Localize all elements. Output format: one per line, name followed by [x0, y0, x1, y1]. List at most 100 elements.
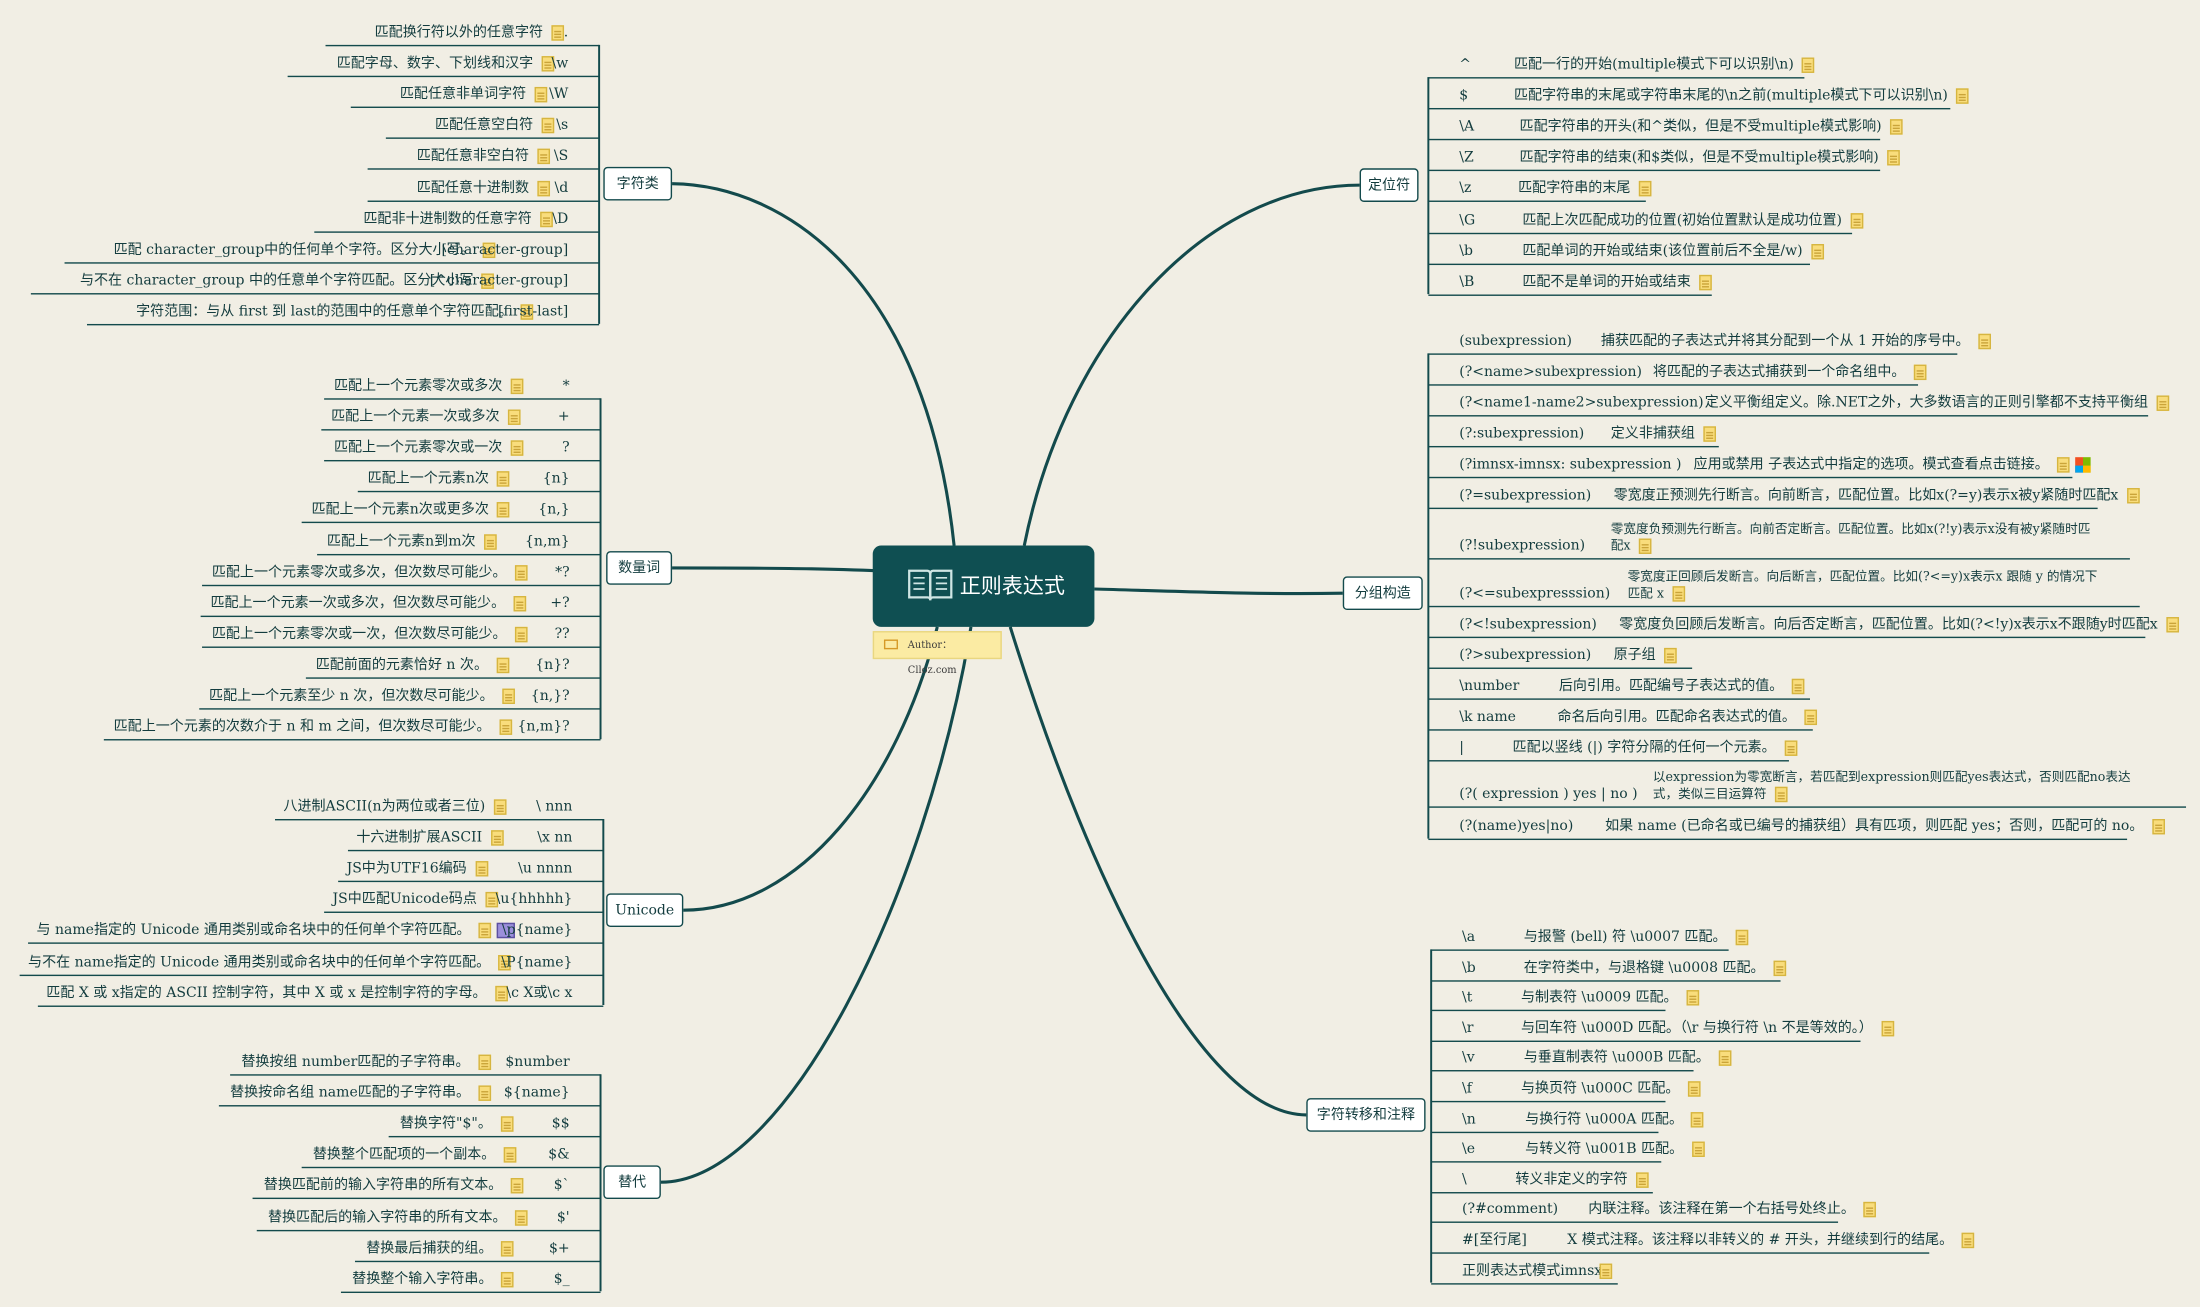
group-item[interactable]: (?<=subexpresssion)零宽度正回顾后发断言。向后断言，匹配位置。…	[1428, 553, 2140, 608]
branch-substitution[interactable]: 替代	[603, 1165, 661, 1200]
note-icon[interactable]	[2156, 395, 2170, 411]
note-icon[interactable]	[483, 242, 496, 258]
group-item[interactable]: (?<name1-name2>subexpression)定义平衡组定义。除.N…	[1428, 384, 2170, 417]
group-item[interactable]: (?imnsx-imnsx: subexpression )应用或禁用 子表达式…	[1428, 446, 2091, 479]
note-icon[interactable]	[481, 273, 495, 289]
unicode-item[interactable]: 与 name指定的 Unicode 通用类别或命名块中的任何单个字符匹配。\p{…	[28, 912, 604, 945]
note-icon[interactable]	[1638, 181, 1652, 197]
note-icon[interactable]	[1691, 1141, 1705, 1158]
note-icon[interactable]	[534, 87, 548, 103]
note-icon[interactable]	[1734, 929, 1748, 946]
unicode-item[interactable]: 十六进制扩展ASCII\x nn	[347, 819, 604, 852]
note-icon[interactable]	[1691, 1111, 1705, 1127]
note-icon[interactable]	[1890, 119, 1903, 135]
note-icon[interactable]	[551, 25, 565, 41]
note-icon[interactable]	[1956, 88, 1969, 104]
note-icon[interactable]	[503, 1147, 517, 1164]
unicode-item[interactable]: 八进制ASCII(n为两位或者三位)\ nnn	[275, 788, 604, 821]
quantifier-item[interactable]: 匹配上一个元素零次或一次，但次数尽可能少。??	[202, 615, 601, 648]
note-icon[interactable]	[541, 118, 555, 134]
note-icon[interactable]	[1599, 1262, 1613, 1279]
quantifier-item[interactable]: 匹配上一个元素零次或一次?	[324, 429, 601, 462]
char-class-item[interactable]: 匹配任意空白符\s	[385, 107, 600, 140]
unicode-item[interactable]: JS中为UTF16编码\u nnnn	[338, 850, 604, 883]
escape-item[interactable]: 正则表达式模式imnsx	[1431, 1252, 1618, 1285]
note-icon[interactable]	[1699, 274, 1712, 290]
note-icon[interactable]	[541, 56, 555, 72]
windows-logo-icon[interactable]	[2075, 457, 2091, 473]
char-class-item[interactable]: 匹配字母、数字、下划线和汉字\w	[287, 45, 600, 78]
quantifier-item[interactable]: 匹配上一个元素n次{n}	[357, 460, 601, 493]
note-icon[interactable]	[521, 304, 534, 320]
branch-unicode[interactable]: Unicode	[606, 893, 684, 927]
note-icon[interactable]	[485, 892, 498, 908]
char-class-item[interactable]: 匹配任意非空白符\S	[367, 138, 600, 171]
note-icon[interactable]	[502, 688, 515, 705]
note-icon[interactable]	[540, 211, 553, 227]
note-icon[interactable]	[510, 440, 524, 457]
note-icon[interactable]	[1887, 150, 1900, 166]
branch-anchor[interactable]: 定位符	[1359, 168, 1419, 202]
note-icon[interactable]	[493, 799, 507, 815]
escape-item[interactable]: (?#comment)内联注释。该注释在第一个右括号处终止。	[1431, 1191, 1876, 1224]
note-icon[interactable]	[510, 378, 524, 395]
branch-escape[interactable]: 字符转移和注释	[1306, 1098, 1426, 1132]
note-icon[interactable]	[1850, 212, 1864, 228]
quantifier-item[interactable]: 匹配上一个元素零次或多次，但次数尽可能少。*?	[202, 553, 601, 586]
note-icon[interactable]	[496, 657, 510, 673]
group-item[interactable]: (?=subexpression)零宽度正预测先行断言。向前断言，匹配位置。比如…	[1428, 477, 2140, 510]
note-icon[interactable]	[1784, 740, 1797, 756]
quantifier-item[interactable]: 匹配上一个元素的次数介于 n 和 m 之间，但次数尽可能少。{n,m}?	[103, 708, 601, 741]
note-icon[interactable]	[537, 149, 551, 165]
note-icon[interactable]	[475, 861, 488, 877]
note-icon[interactable]	[477, 1054, 491, 1071]
note-icon[interactable]	[497, 471, 510, 488]
substitution-item[interactable]: 替换按组 number匹配的子字符串。$number	[230, 1043, 601, 1076]
note-icon[interactable]	[510, 1178, 524, 1194]
note-icon[interactable]	[498, 719, 512, 735]
anchor-item[interactable]: ^匹配一行的开始(multiple模式下可以识别\n)	[1428, 46, 1815, 79]
substitution-item[interactable]: 替换字符"$"。$$	[388, 1105, 601, 1138]
note-icon[interactable]	[1977, 333, 1991, 350]
char-class-item[interactable]: 匹配任意十进制数\d	[367, 169, 600, 202]
note-icon[interactable]	[500, 1271, 514, 1287]
quantifier-item[interactable]: 匹配上一个元素n到m次{n,m}	[317, 522, 601, 555]
note-icon[interactable]	[497, 502, 510, 519]
quantifier-item[interactable]: 匹配上一个元素零次或多次*	[324, 367, 601, 400]
note-icon[interactable]	[498, 954, 512, 970]
substitution-item[interactable]: 替换按命名组 name匹配的子字符串。${name}	[218, 1074, 601, 1107]
note-icon[interactable]	[483, 533, 497, 550]
group-item[interactable]: (?:subexpression)定义非捕获组	[1428, 415, 1719, 448]
note-icon[interactable]	[1961, 1232, 1975, 1249]
note-icon[interactable]	[513, 595, 527, 612]
escape-item[interactable]: #[至行尾]X 模式注释。该注释以非转义的 # 开头，并继续到行的结尾。	[1431, 1221, 1975, 1254]
group-item[interactable]: (?<name>subexpression)将匹配的子表达式捕获到一个命名组中。	[1428, 353, 1927, 386]
note-icon[interactable]	[1672, 586, 1686, 602]
note-icon[interactable]	[514, 626, 528, 643]
unicode-item[interactable]: 匹配 X 或 x指定的 ASCII 控制字符，其中 X 或 x 是控制字符的字母…	[37, 974, 604, 1007]
char-class-item[interactable]: 字符范围：与从 first 到 last的范围中的任意单个字符匹配。[first…	[86, 293, 600, 326]
branch-char-class[interactable]: 字符类	[603, 166, 673, 201]
central-topic[interactable]: 正则表达式	[872, 545, 1095, 627]
char-class-item[interactable]: 匹配任意非单词字符\W	[350, 76, 600, 109]
note-icon[interactable]	[2057, 457, 2070, 473]
note-icon[interactable]	[1703, 426, 1716, 442]
substitution-item[interactable]: 替换匹配前的输入字符串的所有文本。$`	[252, 1167, 601, 1200]
escape-item[interactable]: \转义非定义的字符	[1431, 1161, 1653, 1194]
note-icon[interactable]	[478, 1085, 492, 1102]
note-icon[interactable]	[514, 1209, 528, 1225]
note-icon[interactable]	[1774, 786, 1788, 803]
branch-quantifier[interactable]: 数量词	[606, 551, 673, 585]
note-icon[interactable]	[1863, 1202, 1876, 1218]
note-icon[interactable]	[478, 923, 492, 939]
note-icon[interactable]	[1804, 709, 1818, 726]
anchor-item[interactable]: $匹配字符串的末尾或字符串末尾的\n之前(multiple模式下可以识别\n)	[1428, 77, 1969, 110]
note-icon[interactable]	[1772, 960, 1786, 976]
